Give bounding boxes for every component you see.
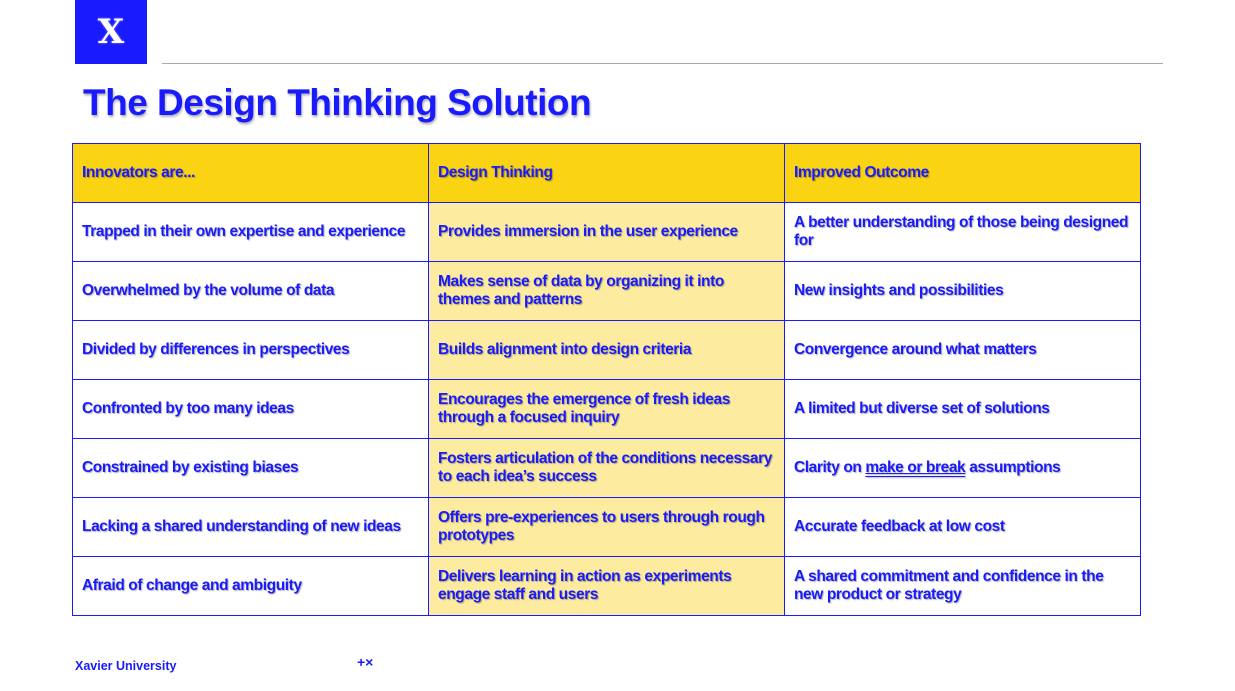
- header-cell: Innovators are...: [71, 143, 430, 203]
- cell: Makes sense of data by organizing it int…: [428, 261, 785, 321]
- table-row: Trapped in their own expertise and exper…: [71, 202, 1142, 262]
- cell: Builds alignment into design criteria: [428, 320, 785, 380]
- cell: Accurate feedback at low cost: [783, 497, 1142, 557]
- plus-x-icon: +×: [357, 654, 374, 670]
- make-or-break-link[interactable]: make or break: [865, 459, 966, 476]
- header-cell: Improved Outcome: [783, 143, 1142, 203]
- cell: Convergence around what matters: [783, 320, 1142, 380]
- cell: Fosters articulation of the conditions n…: [428, 438, 785, 498]
- cell: New insights and possibilities: [783, 261, 1142, 321]
- cell: A better understanding of those being de…: [783, 202, 1142, 262]
- cell: Divided by differences in perspectives: [71, 320, 430, 380]
- cell: Delivers learning in action as experimen…: [428, 556, 785, 616]
- cell: Encourages the emergence of fresh ideas …: [428, 379, 785, 439]
- cell: Confronted by too many ideas: [71, 379, 430, 439]
- table-row: Lacking a shared understanding of new id…: [71, 497, 1142, 557]
- footer-org-name: Xavier University: [75, 659, 177, 673]
- cell: Offers pre-experiences to users through …: [428, 497, 785, 557]
- header-divider: [162, 63, 1163, 64]
- cell: Provides immersion in the user experienc…: [428, 202, 785, 262]
- cell: Trapped in their own expertise and exper…: [71, 202, 430, 262]
- page-title: The Design Thinking Solution: [83, 82, 592, 123]
- xavier-logo: X: [75, 0, 147, 64]
- cell: A limited but diverse set of solutions: [783, 379, 1142, 439]
- table-header-row: Innovators are... Design Thinking Improv…: [71, 143, 1142, 203]
- cell: Afraid of change and ambiguity: [71, 556, 430, 616]
- cell: Lacking a shared understanding of new id…: [71, 497, 430, 557]
- header-cell: Design Thinking: [428, 143, 785, 203]
- cell-text: Clarity on: [793, 459, 866, 476]
- cell-text: assumptions: [965, 459, 1061, 476]
- cell: A shared commitment and confidence in th…: [783, 556, 1142, 616]
- cell: Overwhelmed by the volume of data: [71, 261, 430, 321]
- cell: Constrained by existing biases: [71, 438, 430, 498]
- comparison-table: Innovators are... Design Thinking Improv…: [71, 143, 1142, 616]
- cell: Clarity on make or break assumptions: [783, 438, 1142, 498]
